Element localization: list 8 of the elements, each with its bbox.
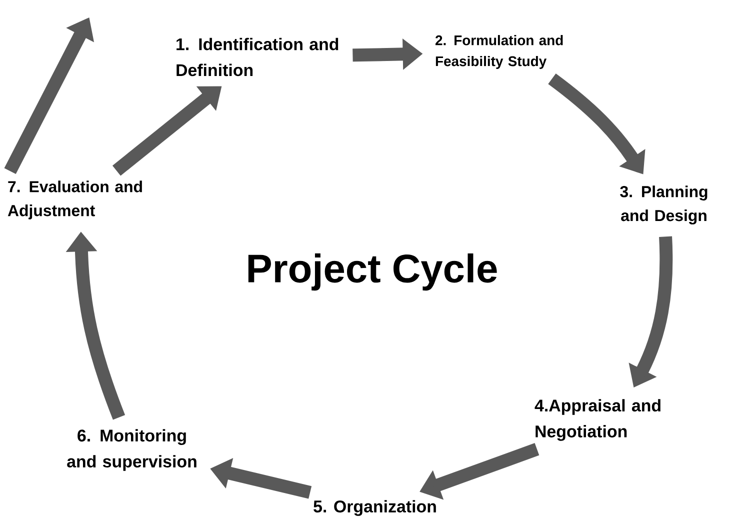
step-label: 5. Organization	[314, 500, 436, 516]
step-label: 6. Monitoring and supervision	[67, 429, 196, 471]
step-label: 2. Formulation and Feasibility Study	[436, 35, 563, 69]
step-label: 3. Planning and Design	[620, 186, 708, 224]
step-label: 4.Appraisal and Negotiation	[534, 399, 660, 441]
title: Project Cycle	[248, 253, 497, 291]
step-label: 1. Identification and Definition	[176, 38, 338, 76]
step-label: 7. Evaluation and Adjustment	[8, 180, 142, 220]
